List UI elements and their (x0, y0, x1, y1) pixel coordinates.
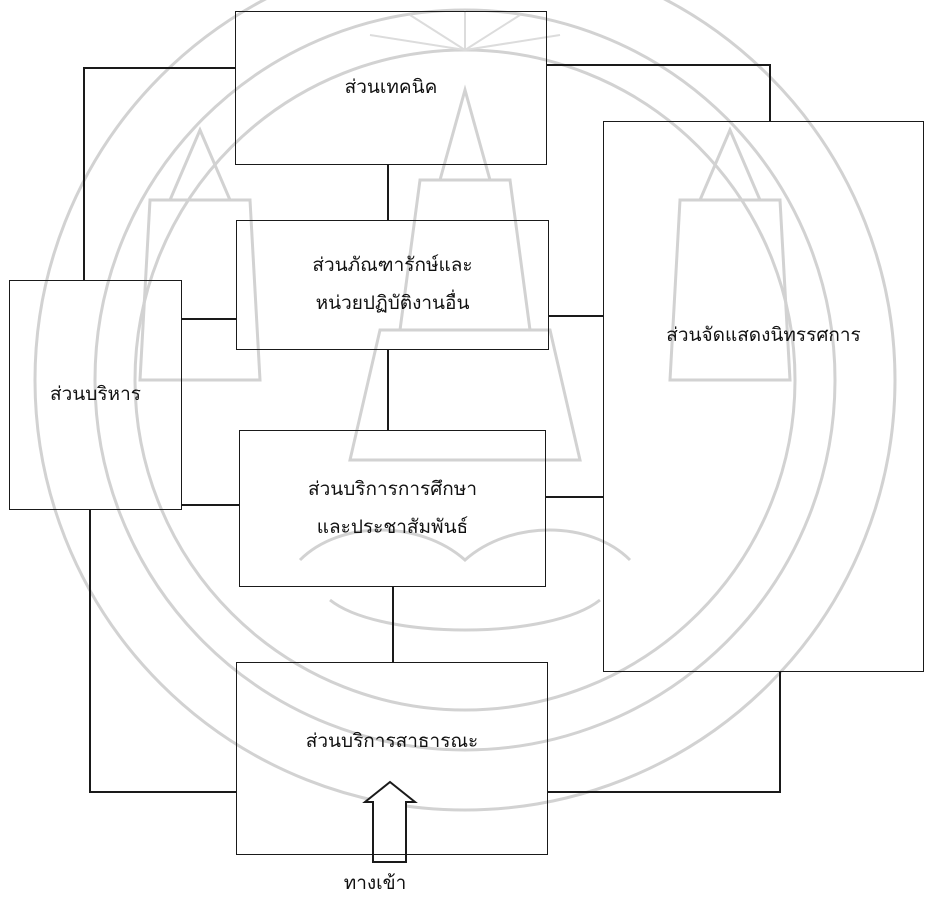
line-public-exhibition (548, 672, 781, 793)
label-storage: ส่วนภัณฑารักษ์และ หน่วยปฏิบัติงานอื่น (312, 255, 473, 314)
line-technical-exhibition (547, 64, 771, 121)
line-admin-public (89, 510, 236, 793)
line-admin-technical (83, 67, 235, 280)
box-public: ส่วนบริการสาธารณะ (236, 662, 548, 855)
label-exhibition: ส่วนจัดแสดงนิทรรศการ (666, 325, 861, 346)
label-education: ส่วนบริการการศึกษา และประชาสัมพันธ์ (307, 478, 478, 538)
box-admin: ส่วนบริหาร (9, 280, 182, 510)
entrance-arrow-icon (362, 780, 418, 863)
label-public: ส่วนบริการสาธารณะ (305, 731, 479, 752)
box-storage: ส่วนภัณฑารักษ์และ หน่วยปฏิบัติงานอื่น (236, 220, 549, 350)
box-education: ส่วนบริการการศึกษา และประชาสัมพันธ์ (239, 430, 546, 587)
label-technical: ส่วนเทคนิค (344, 77, 438, 98)
entrance-label: ทางเข้า (343, 873, 407, 894)
box-exhibition: ส่วนจัดแสดงนิทรรศการ (603, 121, 924, 672)
label-admin: ส่วนบริหาร (50, 384, 141, 405)
box-technical: ส่วนเทคนิค (235, 11, 547, 165)
